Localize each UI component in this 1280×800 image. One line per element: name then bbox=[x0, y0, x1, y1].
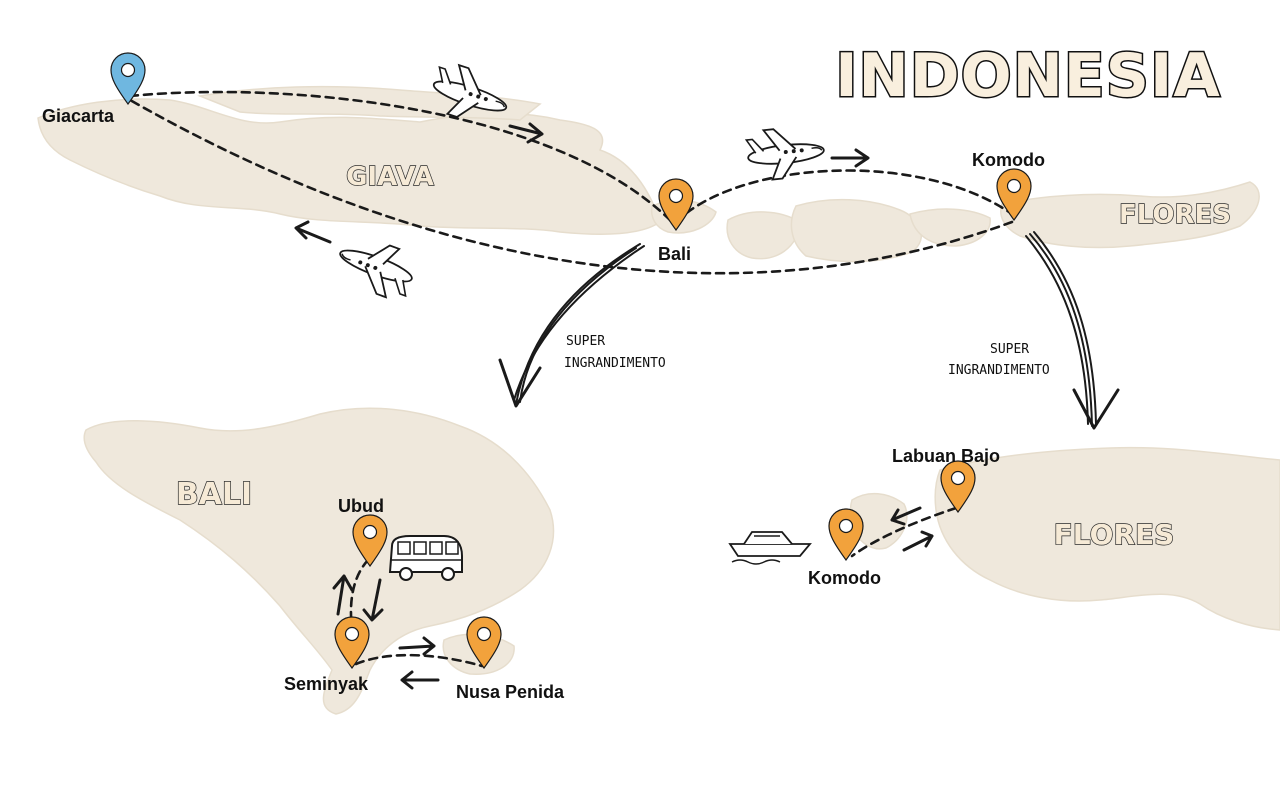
zoom-arrow-flores bbox=[1025, 231, 1120, 430]
airplane-icon bbox=[330, 229, 421, 305]
route-giacarta-bali bbox=[128, 90, 674, 224]
direction-arrow-west bbox=[294, 220, 332, 244]
speedboat-icon bbox=[728, 531, 812, 565]
bali-detail-map: BALI bbox=[83, 407, 555, 715]
minivan-icon bbox=[388, 535, 463, 581]
direction-arrow-south bbox=[362, 578, 384, 622]
flores-label-detail: FLORES bbox=[1054, 518, 1175, 551]
java-label: GIAVA bbox=[346, 162, 434, 192]
zoom-arrow-bali bbox=[498, 243, 645, 408]
place-label-bali: Bali bbox=[658, 244, 691, 264]
route-seminyak-nusa-penida bbox=[354, 653, 484, 668]
lesser-sunda-islands bbox=[650, 198, 991, 263]
place-label-nusa-penida: Nusa Penida bbox=[456, 682, 565, 702]
direction-arrow-east-3 bbox=[398, 636, 436, 656]
route-bali-komodo bbox=[674, 169, 1014, 224]
map-pin-icon bbox=[828, 508, 864, 561]
place-label-giacarta: Giacarta bbox=[42, 106, 115, 126]
place-label-komodo-detail: Komodo bbox=[808, 568, 881, 588]
bali-label: BALI bbox=[176, 477, 252, 512]
direction-arrow-west-3 bbox=[890, 506, 922, 526]
map-title: INDONESIA bbox=[835, 41, 1221, 111]
direction-arrow-east-1 bbox=[508, 122, 544, 144]
zoom-note-right-line1: SUPER bbox=[990, 342, 1029, 357]
direction-arrow-east-4 bbox=[902, 530, 934, 552]
java-island: GIAVA bbox=[37, 85, 661, 236]
airplane-icon bbox=[744, 123, 828, 183]
zoom-note-left-line2: INGRANDIMENTO bbox=[564, 356, 666, 371]
place-label-seminyak: Seminyak bbox=[284, 674, 369, 694]
direction-arrow-north bbox=[332, 574, 354, 616]
route-komodo-giacarta bbox=[128, 98, 1014, 275]
flores-island: FLORES bbox=[1000, 181, 1260, 249]
route-labuan-bajo-komodo bbox=[850, 506, 958, 558]
map-pin-icon bbox=[110, 52, 146, 105]
flores-detail-map: FLORES bbox=[849, 446, 1280, 631]
place-label-labuan-bajo: Labuan Bajo bbox=[892, 446, 1000, 466]
flores-label-top: FLORES bbox=[1119, 200, 1231, 230]
place-label-ubud: Ubud bbox=[338, 496, 384, 516]
direction-arrow-west-2 bbox=[400, 670, 440, 690]
direction-arrow-east-2 bbox=[830, 148, 870, 168]
zoom-note-right-line2: INGRANDIMENTO bbox=[948, 363, 1050, 378]
zoom-note-left-line1: SUPER bbox=[566, 334, 605, 349]
place-label-komodo-top: Komodo bbox=[972, 150, 1045, 170]
